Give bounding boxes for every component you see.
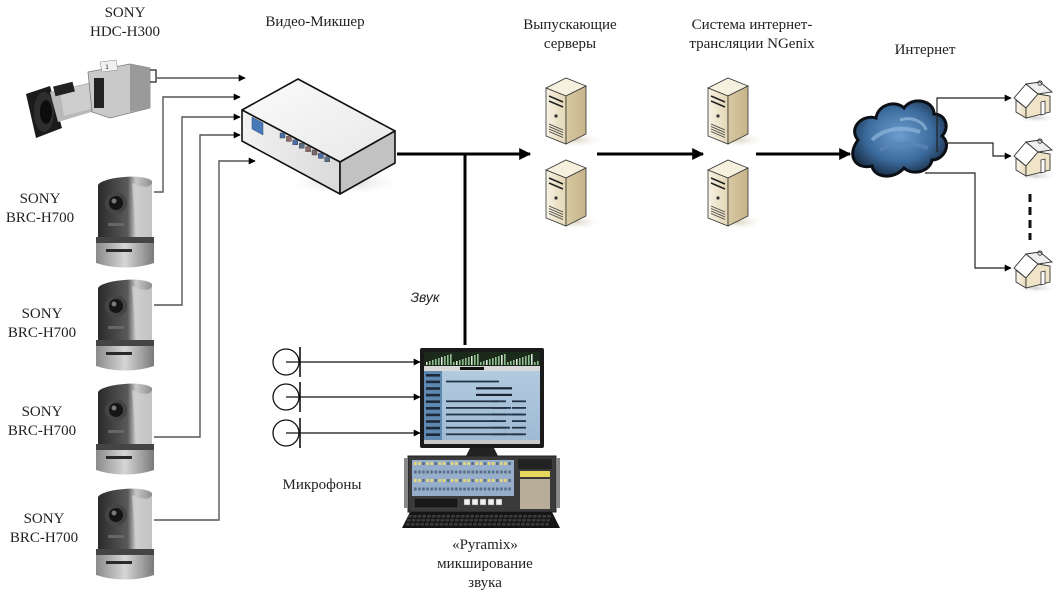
server-icon xyxy=(545,159,604,230)
server-icon xyxy=(707,77,766,148)
pyramix-label: «Pyramix» микширование звука xyxy=(420,536,550,593)
mixer-button xyxy=(299,142,305,149)
sound-label: Звук xyxy=(410,289,440,305)
brc-camera-4-label: SONY BRC-H700 xyxy=(4,510,84,548)
ngenix-label-line1: Система интернет- xyxy=(691,17,813,33)
sony-brc-h700-camera-icon xyxy=(96,176,154,268)
sony-brc-h700-camera-icon xyxy=(96,383,154,475)
mixer-button xyxy=(286,136,292,142)
link-brc1-to-mixer xyxy=(154,93,241,193)
brc-camera-3-brand: SONY xyxy=(21,404,63,420)
brc-camera-2-brand: SONY xyxy=(21,306,63,322)
pyramix-workstation-icon xyxy=(402,348,560,528)
output-servers-label-line2: серверы xyxy=(543,36,597,52)
mixer-button xyxy=(324,156,330,163)
brc-camera-3-model: BRC-H700 xyxy=(7,423,77,439)
link-brc3-to-mixer xyxy=(154,131,241,438)
link-internet-to-client-1 xyxy=(936,94,1012,152)
internet-to-clients-links xyxy=(925,94,1012,272)
client-house-icon xyxy=(1013,250,1056,293)
pyramix-label-line3: звука xyxy=(468,575,502,591)
brc-camera-1-brand: SONY xyxy=(19,191,61,207)
hdc-camera-brand: SONY xyxy=(104,5,146,21)
internet-label: Интернет xyxy=(894,42,956,58)
brc-camera-1-label: SONY BRC-H700 xyxy=(0,190,80,228)
client-house-icon xyxy=(1013,138,1056,181)
mixer-button xyxy=(318,153,324,159)
link-brc2-to-mixer xyxy=(154,113,241,306)
server-icon xyxy=(545,77,604,148)
output-servers-label-line1: Выпускающие xyxy=(523,17,617,33)
mixer-button xyxy=(292,139,298,146)
video-mixer-icon xyxy=(241,78,405,196)
sony-brc-h700-camera-icon xyxy=(96,279,154,371)
camera-to-mixer-links xyxy=(154,74,256,521)
brc-camera-4-model: BRC-H700 xyxy=(9,530,79,546)
output-servers-label: Выпускающие серверы xyxy=(500,16,640,54)
link-internet-to-client-2 xyxy=(945,142,1012,160)
brc-camera-4-brand: SONY xyxy=(23,511,65,527)
brc-camera-2-model: BRC-H700 xyxy=(7,325,77,341)
video-mixer-label: Видео-Микшер xyxy=(265,14,365,30)
microphones-label: Микрофоны xyxy=(282,477,362,493)
main-signal-path xyxy=(397,148,852,345)
brc-camera-2-label: SONY BRC-H700 xyxy=(2,305,82,343)
brc-camera-1-model: BRC-H700 xyxy=(5,210,75,226)
internet-cloud-icon xyxy=(851,99,948,178)
hdc-camera-model: HDC-H300 xyxy=(90,24,160,40)
pyramix-label-line1: «Pyramix» xyxy=(452,537,518,553)
mixer-button xyxy=(305,146,311,152)
link-internet-to-client-n xyxy=(925,172,1012,272)
svg-text:1: 1 xyxy=(105,65,109,71)
sony-hdc-h300-camera-icon: 1 xyxy=(26,59,157,138)
sony-brc-h700-camera-icon xyxy=(96,488,154,580)
hdc-camera-label: SONY HDC-H300 xyxy=(60,4,190,42)
ngenix-label-line2: трансляции NGenix xyxy=(689,36,815,52)
client-house-icon xyxy=(1013,80,1056,123)
mixer-button xyxy=(279,132,286,139)
pyramix-label-line2: микширование xyxy=(437,556,533,572)
server-icon xyxy=(707,159,766,230)
brc-camera-3-label: SONY BRC-H700 xyxy=(2,403,82,441)
link-brc4-to-mixer xyxy=(154,157,256,521)
mixer-button xyxy=(311,149,318,156)
ngenix-label: Система интернет- трансляции NGenix xyxy=(662,16,842,54)
